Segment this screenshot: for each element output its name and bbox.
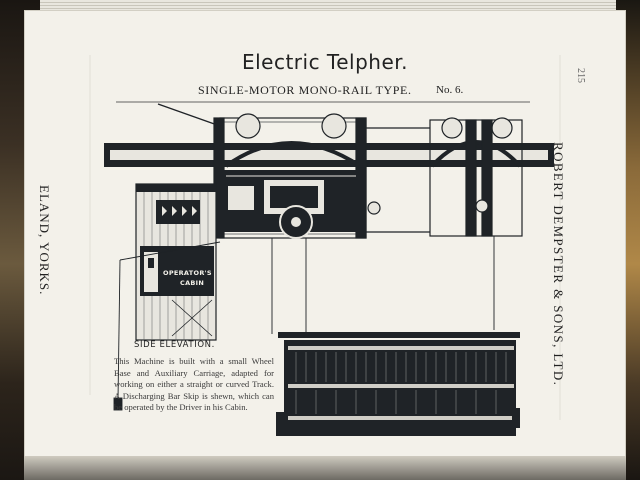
motor-assembly [222, 170, 360, 239]
page-bottom-shadow [24, 456, 626, 480]
discharging-bar-skip [276, 332, 520, 436]
figure-number: No. 6. [436, 84, 464, 96]
cabin-label-line1: OPERATOR'S [163, 269, 212, 277]
page-subtitle: SINGLE-MOTOR MONO-RAIL TYPE. [198, 83, 412, 97]
cabin-label-line2: CABIN [180, 279, 205, 287]
figure-description: This Machine is built with a small Wheel… [114, 356, 274, 412]
rail-beam [104, 143, 554, 167]
auxiliary-carriage [366, 117, 523, 237]
operators-cabin [135, 183, 217, 341]
hoist-ropes [113, 236, 495, 411]
page-title: Electric Telpher. [241, 50, 409, 74]
figure-caption: SIDE ELEVATION. [134, 340, 215, 350]
trolley-arm [157, 103, 221, 127]
left-margin-text: ELAND, YORKS. [37, 185, 52, 296]
right-margin-text: ROBERT DEMPSTER & SONS, LTD. [551, 142, 566, 387]
